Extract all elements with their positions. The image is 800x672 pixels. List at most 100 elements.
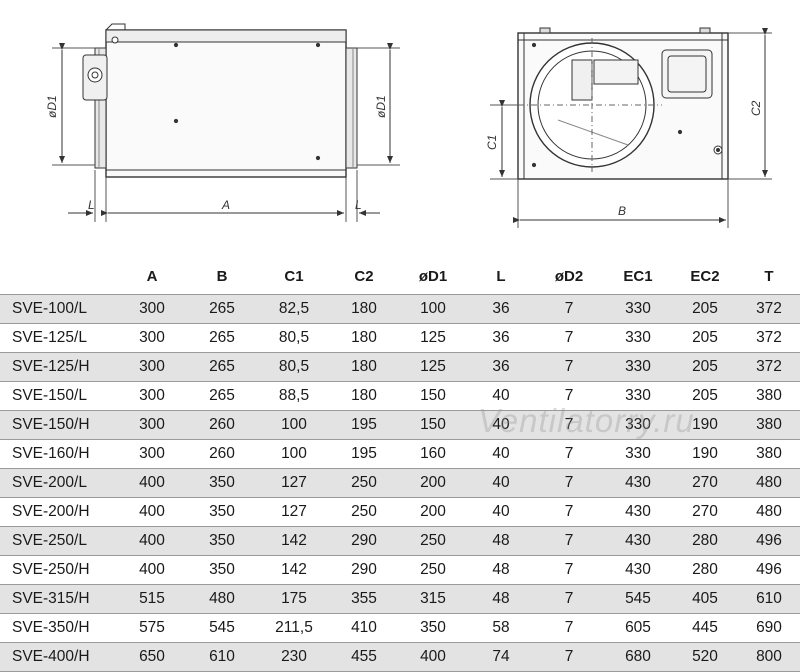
value-cell: 36 [468,352,534,382]
value-cell: 142 [258,526,330,556]
value-cell: 330 [604,294,672,324]
value-cell: 7 [534,352,604,382]
value-cell: 330 [604,323,672,353]
value-cell: 7 [534,439,604,469]
value-cell: 100 [258,410,330,440]
value-cell: 270 [672,497,738,527]
value-cell: 430 [604,497,672,527]
front-c1-label: C1 [485,135,499,150]
value-cell: 350 [398,613,468,643]
value-cell: 7 [534,497,604,527]
value-cell: 88,5 [258,381,330,411]
value-cell: 40 [468,381,534,411]
value-cell: 400 [398,642,468,672]
model-name-cell: SVE-200/H [0,497,118,527]
value-cell: 515 [118,584,186,614]
value-cell: 48 [468,526,534,556]
value-cell: 300 [118,352,186,382]
value-cell: 195 [330,410,398,440]
value-cell: 545 [186,613,258,643]
value-cell: 40 [468,410,534,440]
front-view-drawing [490,27,772,228]
value-cell: 300 [118,323,186,353]
value-cell: 372 [738,352,800,382]
value-cell: 142 [258,555,330,585]
header-col-2: B [216,267,228,285]
header-col-9: EC2 [690,267,720,285]
header-col-5: øD1 [418,267,448,285]
value-cell: 400 [118,555,186,585]
value-cell: 205 [672,323,738,353]
value-cell: 290 [330,555,398,585]
header-col-3: C1 [284,267,304,285]
value-cell: 445 [672,613,738,643]
value-cell: 190 [672,439,738,469]
value-cell: 82,5 [258,294,330,324]
value-cell: 205 [672,381,738,411]
value-cell: 100 [398,294,468,324]
value-cell: 290 [330,526,398,556]
value-cell: 380 [738,439,800,469]
value-cell: 58 [468,613,534,643]
value-cell: 205 [672,294,738,324]
value-cell: 250 [330,468,398,498]
value-cell: 7 [534,613,604,643]
value-cell: 270 [672,468,738,498]
header-col-7: øD2 [554,267,584,285]
value-cell: 260 [186,410,258,440]
value-cell: 315 [398,584,468,614]
value-cell: 127 [258,497,330,527]
value-cell: 180 [330,294,398,324]
header-col-6: L [496,267,506,285]
model-name-cell: SVE-150/L [0,381,118,411]
value-cell: 190 [672,410,738,440]
value-cell: 260 [186,439,258,469]
value-cell: 496 [738,555,800,585]
value-cell: 800 [738,642,800,672]
value-cell: 372 [738,323,800,353]
value-cell: 350 [186,468,258,498]
value-cell: 48 [468,584,534,614]
side-l-right-label: L [355,198,362,212]
value-cell: 74 [468,642,534,672]
value-cell: 175 [258,584,330,614]
value-cell: 605 [604,613,672,643]
value-cell: 180 [330,352,398,382]
value-cell: 330 [604,352,672,382]
value-cell: 680 [604,642,672,672]
value-cell: 575 [118,613,186,643]
value-cell: 180 [330,381,398,411]
value-cell: 7 [534,555,604,585]
value-cell: 300 [118,439,186,469]
value-cell: 160 [398,439,468,469]
value-cell: 496 [738,526,800,556]
value-cell: 350 [186,497,258,527]
value-cell: 480 [186,584,258,614]
value-cell: 80,5 [258,352,330,382]
value-cell: 690 [738,613,800,643]
value-cell: 200 [398,468,468,498]
value-cell: 36 [468,323,534,353]
value-cell: 480 [738,468,800,498]
value-cell: 7 [534,381,604,411]
value-cell: 195 [330,439,398,469]
value-cell: 430 [604,526,672,556]
value-cell: 300 [118,294,186,324]
value-cell: 265 [186,381,258,411]
model-name-cell: SVE-160/H [0,439,118,469]
header-col-4: C2 [354,267,374,285]
technical-drawings: øD1 øD1 A L L [45,23,772,228]
value-cell: 200 [398,497,468,527]
value-cell: 330 [604,381,672,411]
value-cell: 265 [186,294,258,324]
